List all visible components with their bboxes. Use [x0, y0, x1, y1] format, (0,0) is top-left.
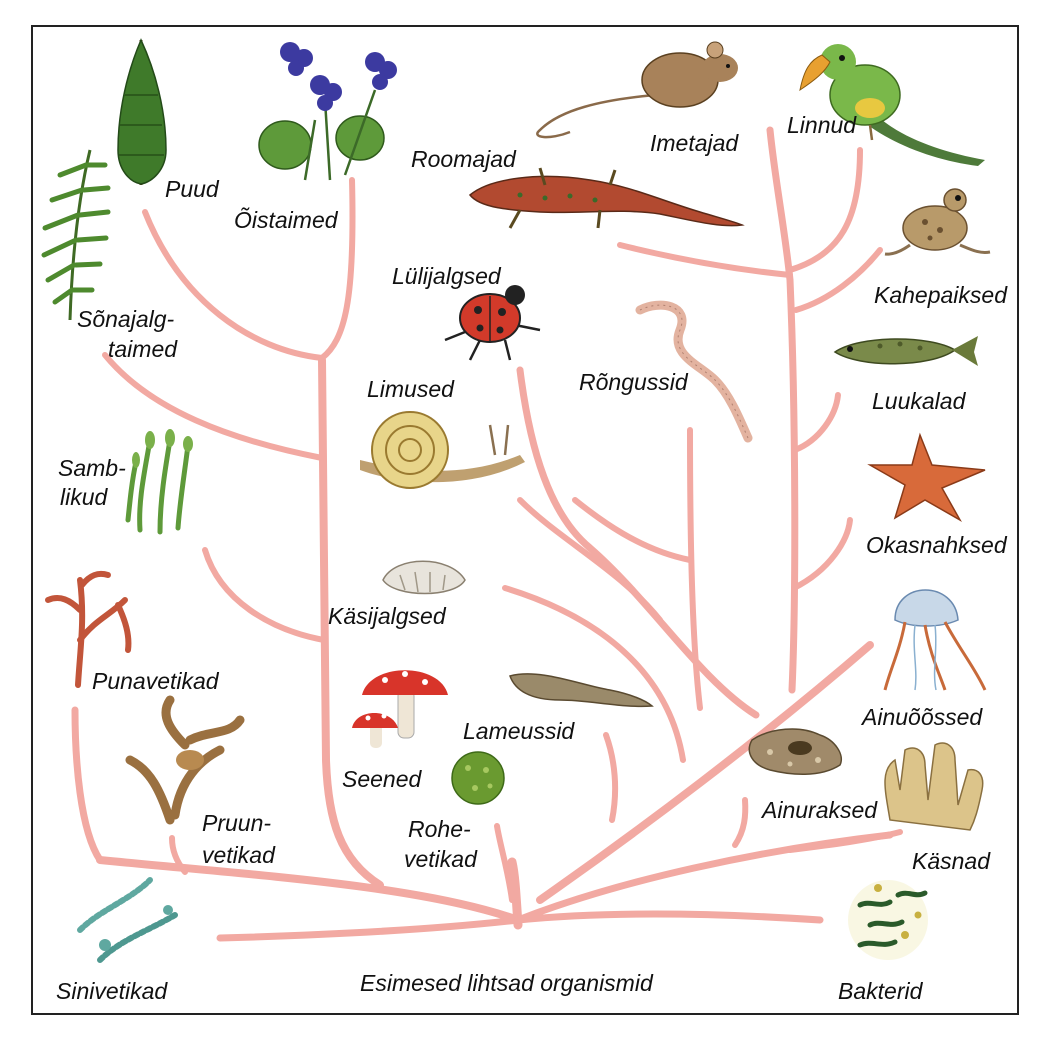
branch-base-left-low — [216, 916, 522, 942]
cyanobacteria-icon — [77, 877, 178, 963]
branch-oistaimed — [319, 177, 356, 361]
brachiopod-icon — [382, 560, 466, 595]
label-ainuraksed: Ainuraksed — [762, 797, 878, 823]
label-ainuoossed: Ainuõõssed — [862, 704, 983, 730]
branch-pruunvetikad — [169, 835, 188, 875]
branch-lulijalgsed — [572, 497, 693, 563]
label-rohevetikad-line1: Rohe- — [408, 816, 471, 842]
label-imetajad: Imetajad — [650, 130, 739, 156]
label-luukalad: Luukalad — [872, 388, 966, 414]
branch-arthropod-main — [516, 366, 760, 719]
label-kasijalgsed: Käsijalgsed — [328, 603, 446, 629]
branch-puud — [142, 209, 325, 361]
moss-icon — [125, 429, 193, 535]
protozoa-icon — [748, 728, 842, 776]
branch-rongussid — [687, 427, 703, 711]
conifer-tree-icon — [117, 38, 167, 185]
label-okasnahksed: Okasnahksed — [866, 532, 1007, 558]
fern-icon — [41, 149, 111, 321]
label-pruunvetikad-line1: Pruun- — [202, 810, 272, 836]
branch-vertebrate-main — [766, 126, 799, 694]
label-punavetikad: Punavetikad — [92, 668, 219, 694]
label-lameussid: Lameussid — [463, 718, 575, 744]
label-sinivetikad: Sinivetikad — [56, 978, 168, 1004]
label-kahepaiksed: Kahepaiksed — [874, 282, 1007, 308]
sponge-icon — [884, 742, 984, 831]
branch-base-left — [96, 856, 522, 924]
label-pruunvetikad-line2: vetikad — [202, 842, 275, 868]
branch-base-right-low — [514, 910, 824, 924]
brown-algae-icon — [125, 695, 245, 825]
bird-icon — [799, 44, 985, 166]
label-lulijalgsed: Lülijalgsed — [392, 263, 501, 289]
green-algae-icon — [451, 751, 505, 805]
branch-kasnad — [787, 829, 903, 853]
branch-samblikud — [202, 547, 327, 643]
frog-icon — [884, 188, 991, 256]
branch-rohevetikad — [494, 823, 515, 903]
fish-icon — [833, 336, 978, 366]
branch-luukalad — [792, 392, 841, 453]
branch-ainuraksed — [732, 797, 749, 848]
bacteria-icon — [848, 880, 928, 960]
label-root: Esimesed lihtsad organismid — [360, 970, 653, 996]
label-kasnad: Käsnad — [912, 848, 991, 874]
mushroom-icon — [352, 670, 448, 748]
label-seened: Seened — [342, 766, 422, 792]
label-puud: Puud — [165, 176, 219, 202]
label-roomajad: Roomajad — [411, 146, 516, 172]
starfish-icon — [867, 432, 986, 522]
label-samblikud-line2: likud — [60, 484, 108, 510]
flatworm-icon — [509, 673, 654, 708]
tree-branches — [71, 126, 903, 942]
earthworm-icon — [635, 300, 753, 443]
label-rohevetikad-line2: vetikad — [404, 846, 477, 872]
label-sonajalgtaimed-line1: Sõnajalg- — [77, 306, 175, 332]
label-limused: Limused — [367, 376, 454, 402]
branch-kasijalgsed — [502, 585, 686, 763]
lizard-icon — [468, 167, 745, 229]
branch-plant-main — [318, 356, 384, 889]
branch-roomajad — [617, 242, 793, 278]
label-oistaimed: Õistaimed — [234, 207, 338, 233]
violet-flower-icon — [258, 42, 397, 181]
label-sonajalgtaimed-line2: taimed — [108, 336, 178, 362]
branch-linnud — [787, 147, 863, 273]
branch-sonajalg — [102, 352, 325, 461]
branch-lameussid — [603, 732, 619, 823]
label-linnud: Linnud — [787, 112, 857, 138]
snail-icon — [360, 411, 525, 489]
branch-sinivetikad — [71, 706, 104, 864]
ladybug-icon — [444, 285, 541, 361]
jellyfish-icon — [883, 589, 987, 691]
label-samblikud-line1: Samb- — [58, 455, 126, 481]
branch-animal-main — [536, 641, 874, 904]
mouse-icon — [536, 41, 738, 139]
branch-limused — [517, 497, 663, 623]
label-rongussid: Rõngussid — [579, 369, 688, 395]
label-bakterid: Bakterid — [838, 978, 923, 1004]
branch-okasnahksed — [791, 517, 853, 591]
branch-kahepaiksed — [793, 247, 883, 313]
red-algae-icon — [45, 570, 132, 688]
